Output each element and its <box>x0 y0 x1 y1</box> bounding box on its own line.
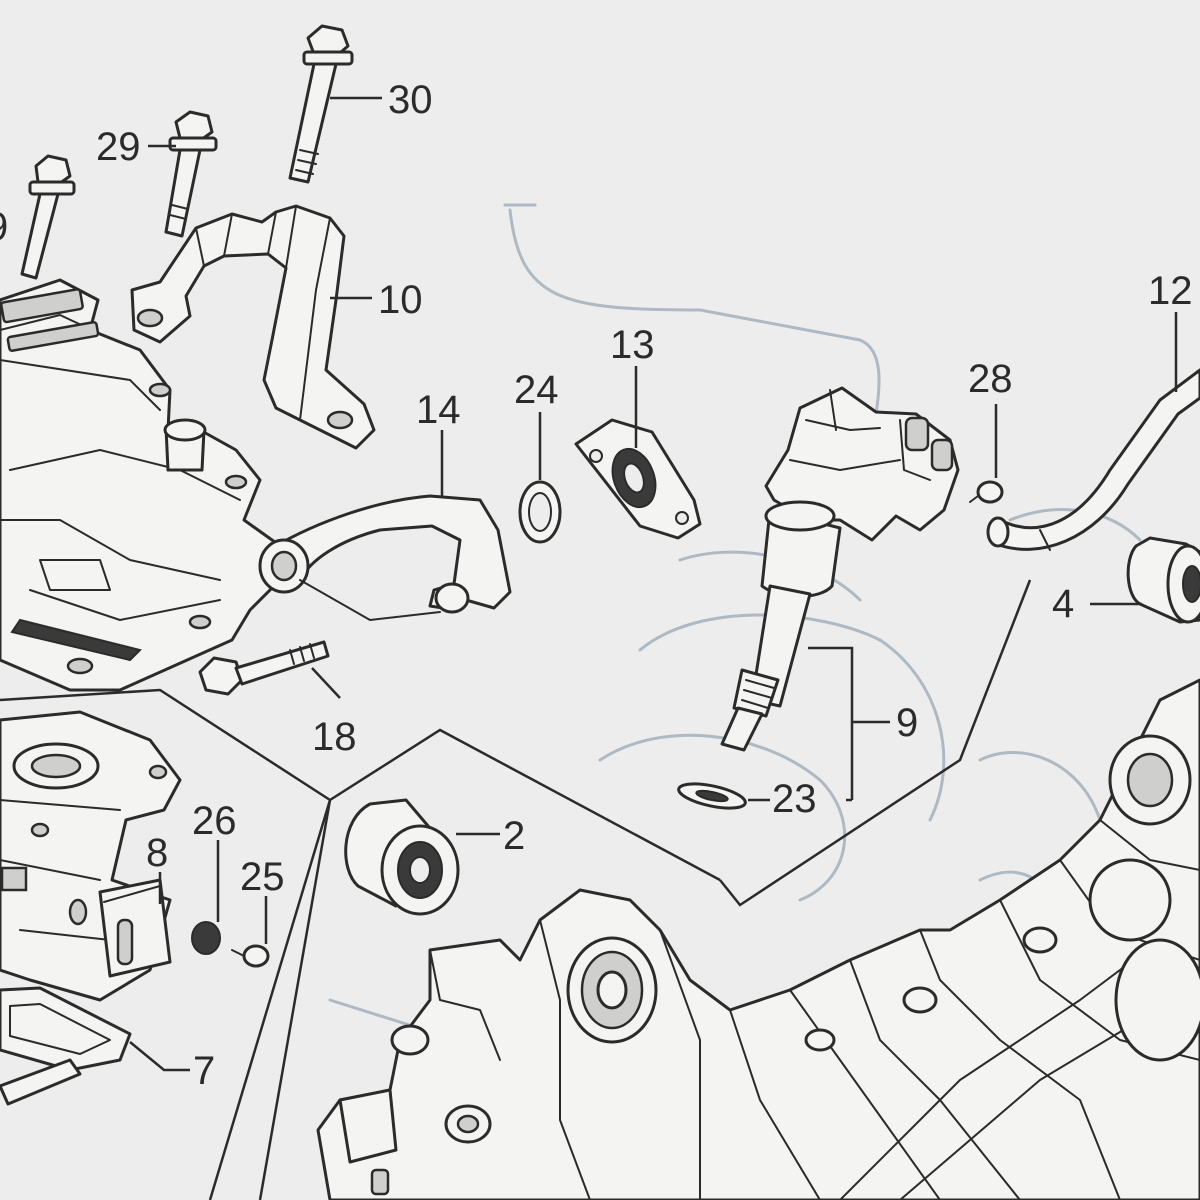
washer-23 <box>677 782 747 810</box>
tube-14 <box>258 494 512 621</box>
screw-25 <box>231 944 270 968</box>
clamp-28 <box>969 480 1004 504</box>
callout-26: 26 <box>192 799 237 843</box>
callout-23: 23 <box>772 777 817 821</box>
callout-7: 7 <box>193 1049 215 1093</box>
lower-housing-assembly <box>0 710 182 1002</box>
bushing-2 <box>344 798 460 916</box>
callout-9: 9 <box>896 701 918 745</box>
bracket-10 <box>130 204 376 450</box>
bolt-29-cut <box>20 154 76 280</box>
group-divider-lines <box>0 579 1032 1200</box>
callout-14: 14 <box>416 388 461 432</box>
pump-assembly-9 <box>720 386 960 752</box>
plate-8 <box>103 885 161 903</box>
callout-30: 30 <box>388 78 433 122</box>
callout-2: 2 <box>503 814 525 858</box>
gasket-13 <box>574 418 702 540</box>
callout-29: 29 <box>96 125 141 169</box>
callout-4: 4 <box>1052 582 1074 626</box>
hose-12 <box>986 368 1200 551</box>
bolt-30 <box>288 24 354 184</box>
callout-28: 28 <box>968 357 1013 401</box>
bolt-18 <box>198 640 330 696</box>
callout-13: 13 <box>610 323 655 367</box>
bushing-4 <box>1126 536 1200 624</box>
o-ring-24 <box>518 480 562 544</box>
callout-18: 18 <box>312 715 357 759</box>
callout-24: 24 <box>514 368 559 412</box>
subframe <box>316 678 1200 1200</box>
callout-29-cut: 9 <box>0 205 8 249</box>
bolt-29 <box>164 110 218 238</box>
nut-26 <box>191 921 221 955</box>
callout-8: 8 <box>146 831 168 875</box>
gasket-7 <box>0 986 132 1106</box>
callout-10: 10 <box>378 278 423 322</box>
upper-housing-assembly <box>0 278 302 692</box>
callout-12: 12 <box>1148 269 1193 313</box>
callout-25: 25 <box>240 855 285 899</box>
